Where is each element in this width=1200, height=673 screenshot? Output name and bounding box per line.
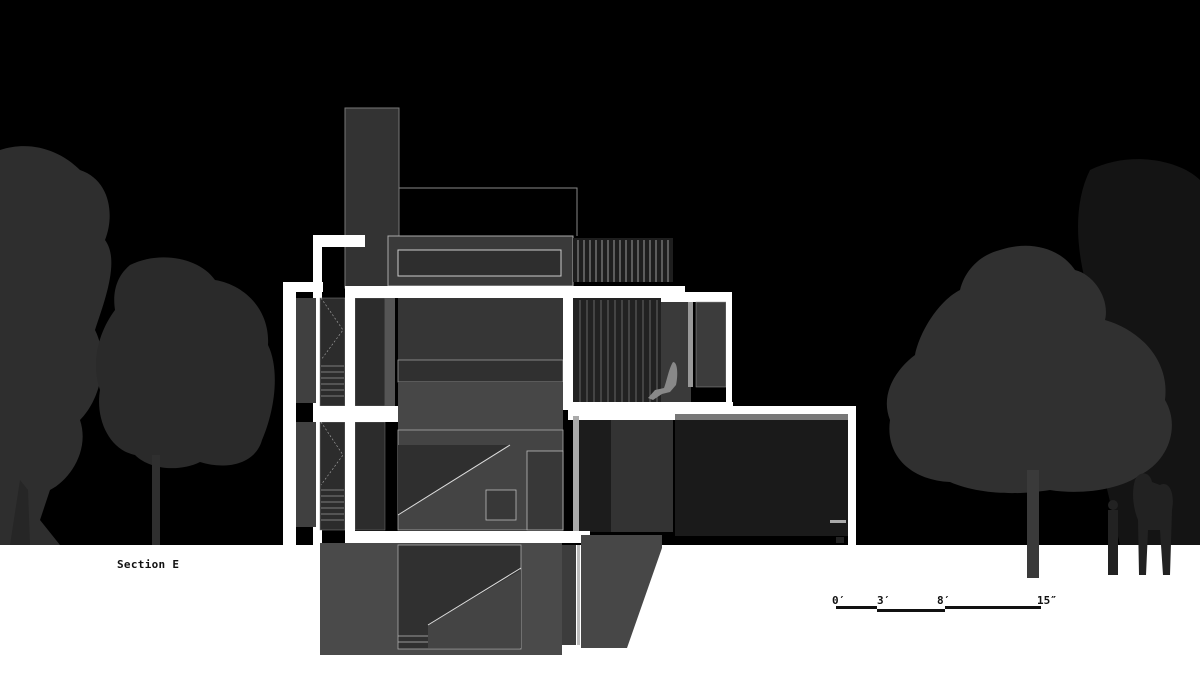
closet-lower	[354, 421, 386, 531]
cut-slab-top-left	[313, 235, 365, 247]
scale-bar-line	[836, 606, 1041, 612]
basement-window	[577, 545, 580, 645]
living-room-mid	[397, 359, 564, 383]
cut-slab-left-top	[283, 282, 323, 292]
balcony-room	[695, 301, 727, 388]
dark-room-b	[611, 420, 673, 532]
clerestory-window	[397, 249, 562, 277]
roof-guardrail	[573, 238, 673, 282]
left-room-lower	[296, 422, 316, 527]
living-room-upper	[398, 298, 563, 360]
dark-room-a	[579, 420, 611, 532]
louver-room	[573, 298, 661, 402]
roof-canopy-line	[399, 187, 578, 236]
stair-upper	[319, 297, 346, 407]
tree-left-large-icon	[0, 146, 112, 545]
garage-header	[675, 414, 848, 420]
stair-diagonal	[397, 444, 511, 516]
retaining-wall	[581, 535, 662, 648]
basement-light-wedge	[428, 570, 521, 648]
cut-wall-lower-center	[573, 416, 579, 531]
cut-slab-mid-left	[313, 406, 398, 422]
garage-room	[675, 414, 848, 536]
ground-plane-right	[855, 578, 1200, 673]
scale-label-8: 8′	[937, 594, 951, 607]
left-room-upper	[296, 298, 316, 403]
cut-wall-balcony	[726, 292, 732, 404]
louver-lines-icon	[579, 300, 658, 402]
basement-column	[562, 545, 576, 645]
cut-wall-left-outer	[283, 282, 296, 545]
door-swing-lines-icon	[320, 297, 384, 531]
garage-footing	[836, 537, 844, 543]
cut-slab-main	[575, 406, 855, 416]
scale-label-0: 0′	[832, 594, 846, 607]
cut-wall-garage-right	[848, 406, 856, 546]
scale-label-3: 3′	[877, 594, 891, 607]
cut-wall-center-left	[385, 298, 395, 406]
living-room-lower	[398, 382, 563, 430]
basement-treads-icon	[398, 635, 428, 643]
tree-right-icon	[886, 245, 1172, 578]
bedroom-window	[485, 489, 517, 521]
guardrail-balusters-icon	[577, 240, 669, 282]
stair-lower	[319, 421, 346, 531]
scale-label-15: 15″	[1037, 594, 1057, 607]
cut-roof-slab-right	[660, 292, 730, 302]
person-with-camel-icon	[1108, 473, 1173, 575]
closet-upper	[354, 297, 386, 407]
cut-wall-left-upper	[313, 235, 322, 545]
balcony-window	[688, 302, 693, 387]
stair-treads-icon	[321, 365, 344, 521]
section-title: Section E	[117, 558, 180, 571]
cut-roof-slab	[345, 286, 685, 298]
cut-slab-ground	[345, 531, 590, 543]
bedroom-closet	[526, 450, 564, 531]
basement-stair-diagonal	[427, 567, 522, 626]
seated-person-icon	[648, 362, 678, 400]
cut-wall-center	[563, 288, 573, 410]
tree-left-small-icon	[95, 257, 275, 545]
garage-step	[830, 520, 846, 523]
